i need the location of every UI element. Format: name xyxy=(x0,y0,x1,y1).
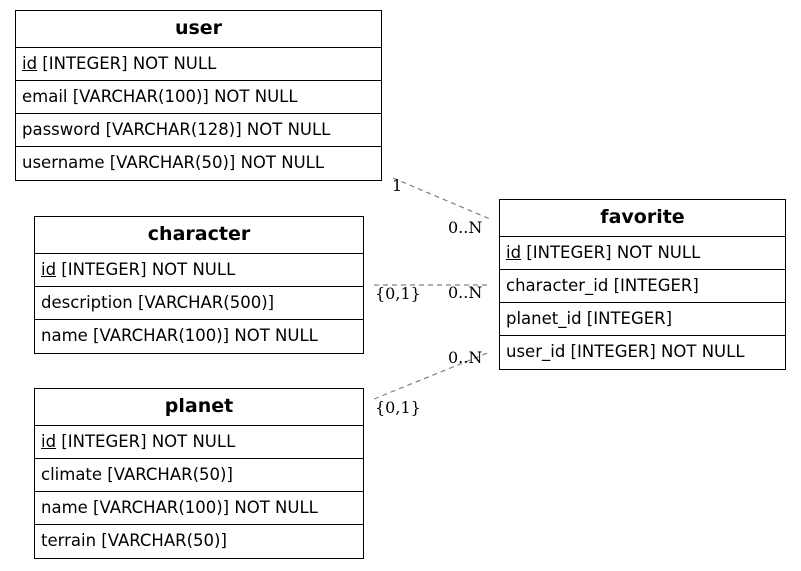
cardinality-character-side: {0,1} xyxy=(375,284,421,303)
field-row: id [INTEGER] NOT NULL xyxy=(35,426,363,459)
entity-user: user id [INTEGER] NOT NULL email [VARCHA… xyxy=(15,10,382,181)
primary-key: id xyxy=(41,260,57,279)
cardinality-favorite-planet-side: 0..N xyxy=(448,348,483,367)
field-row: name [VARCHAR(100)] NOT NULL xyxy=(41,326,318,345)
field-row: name [VARCHAR(100)] NOT NULL xyxy=(35,492,363,525)
field-row: character_id [INTEGER] xyxy=(500,270,785,303)
cardinality-planet-side: {0,1} xyxy=(375,398,421,417)
entity-favorite: favorite id [INTEGER] NOT NULL character… xyxy=(499,199,786,370)
relation-planet-favorite xyxy=(373,351,491,400)
field-row: user_id [INTEGER] NOT NULL xyxy=(506,342,745,361)
field-row: id [INTEGER] NOT NULL xyxy=(35,254,363,287)
primary-key: id xyxy=(506,243,522,262)
relation-user-favorite xyxy=(392,177,491,220)
field-row: username [VARCHAR(50)] NOT NULL xyxy=(22,153,325,172)
field-type: [INTEGER] NOT NULL xyxy=(37,54,217,73)
cardinality-favorite-user-side: 0..N xyxy=(448,218,483,237)
field-row: id [INTEGER] NOT NULL xyxy=(500,237,785,270)
primary-key: id xyxy=(22,54,38,73)
cardinality-favorite-character-side: 0..N xyxy=(448,283,483,302)
entity-character: character id [INTEGER] NOT NULL descript… xyxy=(34,216,364,354)
entity-planet: planet id [INTEGER] NOT NULL climate [VA… xyxy=(34,388,364,559)
field-row: climate [VARCHAR(50)] xyxy=(35,459,363,492)
entity-title: character xyxy=(35,217,363,254)
field-type: [INTEGER] NOT NULL xyxy=(56,260,236,279)
cardinality-user-side: 1 xyxy=(392,176,403,195)
field-row: description [VARCHAR(500)] xyxy=(35,287,363,320)
field-row: id [INTEGER] NOT NULL xyxy=(16,48,381,81)
field-row: password [VARCHAR(128)] NOT NULL xyxy=(16,114,381,147)
primary-key: id xyxy=(41,432,57,451)
field-row: email [VARCHAR(100)] NOT NULL xyxy=(16,81,381,114)
entity-title: user xyxy=(16,11,381,48)
field-row: terrain [VARCHAR(50)] xyxy=(41,531,227,550)
entity-title: planet xyxy=(35,389,363,426)
entity-title: favorite xyxy=(500,200,785,237)
field-type: [INTEGER] NOT NULL xyxy=(56,432,236,451)
field-row: planet_id [INTEGER] xyxy=(500,303,785,336)
field-type: [INTEGER] NOT NULL xyxy=(521,243,701,262)
